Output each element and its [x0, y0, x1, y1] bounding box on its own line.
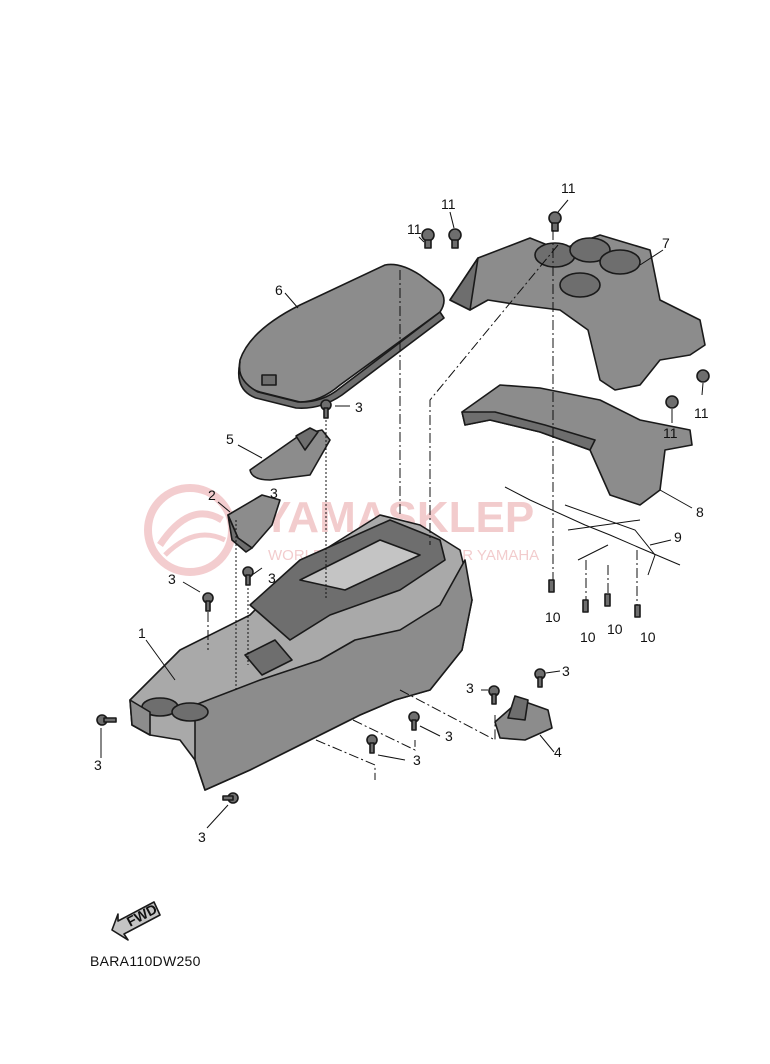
bolt-icon[interactable]	[202, 592, 214, 612]
callout-3[interactable]: 3	[466, 680, 474, 696]
clip-icon[interactable]	[421, 228, 435, 249]
callout-11[interactable]: 11	[663, 425, 678, 441]
fasteners	[96, 211, 710, 804]
screw-icon[interactable]	[604, 593, 611, 607]
bolt-icon[interactable]	[242, 566, 254, 586]
part-5-latch-plate[interactable]	[249, 427, 331, 481]
clip-icon[interactable]	[696, 369, 710, 383]
callout-11[interactable]: 11	[561, 180, 576, 196]
clip-icon[interactable]	[665, 395, 679, 409]
leader-lines	[100, 199, 704, 829]
callout-11[interactable]: 11	[407, 221, 422, 237]
part-4-mount-bracket[interactable]	[494, 695, 553, 741]
bolt-icon[interactable]	[488, 685, 500, 705]
screw-icon[interactable]	[634, 604, 641, 618]
bolt-icon[interactable]	[222, 792, 239, 804]
callout-8[interactable]: 8	[696, 504, 704, 520]
part-9-wire-bracket[interactable]	[504, 486, 681, 576]
callouts: 1 2 3 3 3 3 3 3 3 3 3 3 4 5 6 7 8 9 10 1…	[94, 180, 709, 845]
callout-7[interactable]: 7	[662, 235, 670, 251]
callout-9[interactable]: 9	[674, 529, 682, 545]
part-1-center-console[interactable]	[129, 514, 473, 791]
bolt-icon[interactable]	[366, 734, 378, 754]
alignment-lines	[207, 230, 638, 780]
callout-10[interactable]: 10	[640, 629, 656, 645]
callout-10[interactable]: 10	[545, 609, 561, 625]
clip-icon[interactable]	[448, 228, 462, 249]
callout-3[interactable]: 3	[94, 757, 102, 773]
part-7-cup-holder-housing[interactable]	[449, 234, 706, 391]
callout-3[interactable]: 3	[445, 728, 453, 744]
callout-3[interactable]: 3	[413, 752, 421, 768]
callout-10[interactable]: 10	[607, 621, 623, 637]
bolt-icon[interactable]	[534, 668, 546, 688]
callout-2[interactable]: 2	[208, 487, 216, 503]
part-6-armrest-lid[interactable]	[237, 263, 445, 410]
part-2-bracket[interactable]	[227, 494, 281, 553]
callout-3[interactable]: 3	[168, 571, 176, 587]
fwd-arrow-icon: FWD	[111, 901, 161, 941]
callout-3[interactable]: 3	[198, 829, 206, 845]
callout-3[interactable]: 3	[268, 570, 276, 586]
bolt-icon[interactable]	[96, 714, 117, 726]
screw-icon[interactable]	[548, 579, 555, 593]
callout-6[interactable]: 6	[275, 282, 283, 298]
callout-4[interactable]: 4	[554, 744, 562, 760]
callout-11[interactable]: 11	[694, 405, 709, 421]
callout-10[interactable]: 10	[580, 629, 596, 645]
callout-3[interactable]: 3	[562, 663, 570, 679]
callout-3[interactable]: 3	[270, 485, 278, 501]
callout-3[interactable]: 3	[355, 399, 363, 415]
callout-11[interactable]: 11	[441, 196, 456, 212]
bolt-icon[interactable]	[408, 711, 420, 731]
callout-5[interactable]: 5	[226, 431, 234, 447]
callout-1[interactable]: 1	[138, 625, 146, 641]
diagram-code: BARA110DW250	[90, 953, 201, 969]
screw-icon[interactable]	[582, 599, 589, 613]
part-8-lower-tray[interactable]	[461, 384, 693, 506]
bolt-icon[interactable]	[320, 399, 332, 419]
clip-icon[interactable]	[548, 211, 562, 232]
